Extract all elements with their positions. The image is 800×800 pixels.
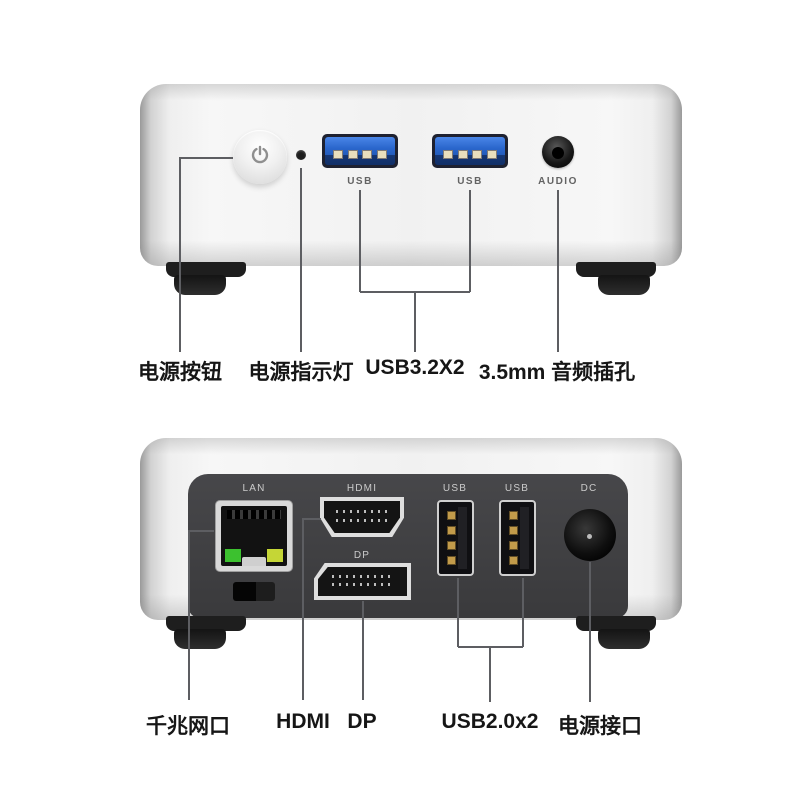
lan-led-green bbox=[225, 549, 241, 562]
callout-label-usb2: USB2.0x2 bbox=[441, 710, 539, 733]
power-button bbox=[233, 130, 287, 184]
callout-label-hdmi: HDMI bbox=[276, 710, 330, 733]
usb2-port-1-pins bbox=[447, 511, 456, 565]
lan-port-cavity bbox=[221, 506, 287, 566]
usb2-port-2-tab bbox=[520, 507, 529, 569]
usb-port-caption-2: USB bbox=[457, 176, 483, 187]
dp-port bbox=[314, 563, 411, 600]
audio-jack bbox=[542, 136, 574, 168]
dp-pin-row-1 bbox=[332, 574, 393, 578]
power-led-indicator bbox=[296, 150, 306, 160]
power-icon bbox=[249, 144, 271, 171]
dc-power-jack bbox=[564, 509, 616, 561]
rear-foot-right bbox=[576, 616, 656, 631]
usb3-port-2-shadow bbox=[435, 154, 505, 165]
front-foot-right bbox=[576, 262, 656, 277]
audio-jack-hole bbox=[552, 147, 564, 159]
dc-jack-highlight bbox=[587, 534, 592, 539]
kensington-lock-slot bbox=[233, 582, 275, 601]
dp-caption: DP bbox=[353, 550, 371, 561]
usb2-port-1-tab bbox=[458, 507, 467, 569]
callout-label-audio: 3.5mm 音频插孔 bbox=[478, 361, 636, 384]
usb2-port-1 bbox=[437, 500, 474, 576]
usb3-port-1-pins bbox=[332, 149, 388, 159]
dp-port-cavity bbox=[318, 567, 407, 596]
usb3-port-1 bbox=[322, 134, 398, 168]
hdmi-pin-row-2 bbox=[336, 518, 388, 522]
dp-pin-row-2 bbox=[332, 583, 393, 587]
usb2-caption-2: USB bbox=[504, 483, 530, 494]
rear-foot-left-pad bbox=[174, 629, 226, 649]
usb2-port-2 bbox=[499, 500, 536, 576]
usb-port-caption-1: USB bbox=[347, 176, 373, 187]
front-foot-right-pad bbox=[598, 275, 650, 295]
hdmi-port bbox=[320, 497, 404, 537]
lan-caption: LAN bbox=[242, 483, 266, 494]
usb3-port-2-pins bbox=[442, 149, 498, 159]
front-foot-left-pad bbox=[174, 275, 226, 295]
audio-port-caption: AUDIO bbox=[538, 176, 578, 187]
usb3-port-1-tongue bbox=[325, 137, 395, 165]
callout-label-power-led: 电源指示灯 bbox=[248, 361, 354, 384]
usb2-caption-1: USB bbox=[442, 483, 468, 494]
hdmi-pin-row-1 bbox=[336, 509, 388, 513]
usb3-port-1-shadow bbox=[325, 154, 395, 165]
callout-label-lan: 千兆网口 bbox=[146, 715, 230, 738]
rear-foot-right-pad bbox=[598, 629, 650, 649]
dc-caption: DC bbox=[580, 483, 598, 494]
usb3-port-2-tongue bbox=[435, 137, 505, 165]
callout-label-power-button: 电源按钮 bbox=[138, 361, 222, 384]
callout-label-dp: DP bbox=[347, 710, 377, 733]
usb2-port-2-pins bbox=[509, 511, 518, 565]
lan-latch-notch bbox=[242, 557, 266, 566]
usb3-port-2 bbox=[432, 134, 508, 168]
callout-label-usb3: USB3.2X2 bbox=[365, 356, 465, 379]
callout-label-dc-power: 电源接口 bbox=[558, 715, 642, 738]
hdmi-port-cavity bbox=[324, 501, 400, 533]
lan-port-pins bbox=[227, 510, 281, 519]
lan-port bbox=[215, 500, 293, 572]
lan-led-yellow bbox=[267, 549, 283, 562]
hdmi-caption: HDMI bbox=[346, 483, 378, 494]
front-device-body bbox=[140, 84, 682, 266]
